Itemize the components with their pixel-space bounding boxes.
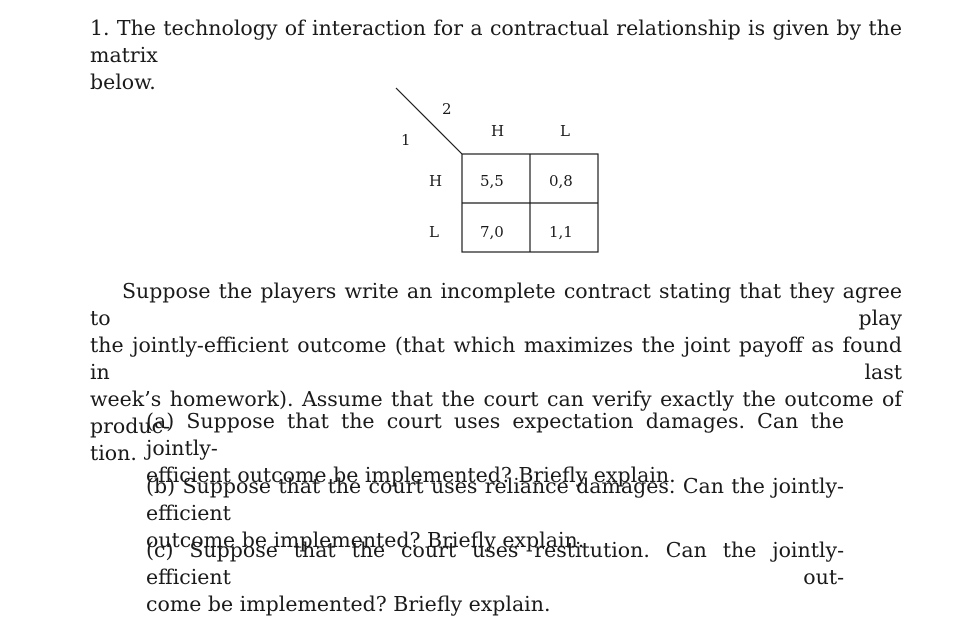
question-b-line-1: (b) Suppose that the court uses reliance… <box>146 474 844 525</box>
scenario-paragraph: Suppose the players write an incomplete … <box>90 278 902 467</box>
problem-statement: 1. The technology of interaction for a c… <box>90 15 902 96</box>
scenario-line-4: tion. <box>90 441 137 465</box>
question-a: (a) Suppose that the court uses expectat… <box>146 408 844 489</box>
question-c-line-1: (c) Suppose that the court uses restitut… <box>146 538 844 589</box>
question-b: (b) Suppose that the court uses reliance… <box>146 473 844 554</box>
problem-intro-line-2: below. <box>90 70 156 94</box>
question-c: (c) Suppose that the court uses restitut… <box>146 537 844 618</box>
cell-hl: 0,8 <box>549 172 573 190</box>
cell-lh: 7,0 <box>480 223 504 241</box>
question-b-line-2: outcome be implemented? Briefly explain. <box>146 528 585 552</box>
matrix-grid <box>395 87 599 253</box>
row-header-h: H <box>429 172 443 190</box>
payoff-matrix: 2 1 H L H L 5,5 0,8 7,0 1,1 <box>390 86 610 256</box>
col-header-l: L <box>560 122 570 140</box>
cell-hh: 5,5 <box>480 172 504 190</box>
problem-intro-line-1: 1. The technology of interaction for a c… <box>90 16 902 67</box>
player-row-label: 1 <box>401 131 411 149</box>
cell-ll: 1,1 <box>549 223 573 241</box>
question-a-line-1: (a) Suppose that the court uses expectat… <box>146 409 844 460</box>
col-header-h: H <box>491 122 505 140</box>
question-c-line-2: come be implemented? Briefly explain. <box>146 592 551 616</box>
question-a-line-2: efficient outcome be implemented? Briefl… <box>146 463 676 487</box>
scenario-line-3: week’s homework). Assume that the court … <box>90 387 902 438</box>
player-col-label: 2 <box>442 100 452 118</box>
scenario-line-1: Suppose the players write an incomplete … <box>90 279 902 330</box>
row-header-l: L <box>429 223 439 241</box>
scenario-line-2: the jointly-efficient outcome (that whic… <box>90 333 902 384</box>
